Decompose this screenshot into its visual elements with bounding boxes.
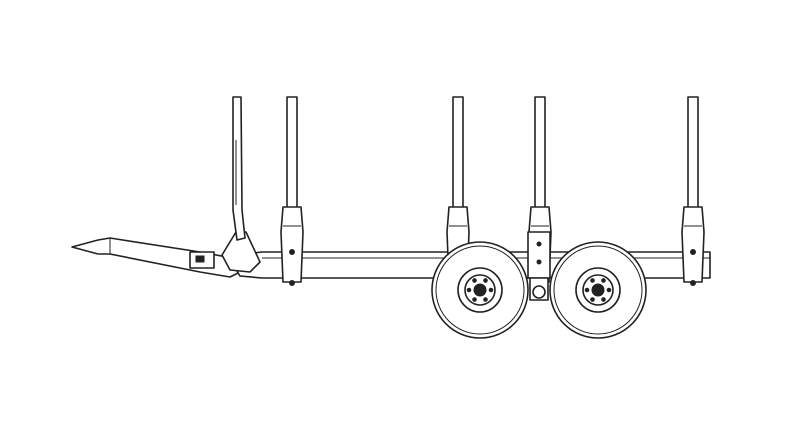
- wheel: [431, 241, 529, 339]
- stake: [280, 96, 304, 286]
- stake: [681, 96, 705, 286]
- bogie: [527, 231, 551, 301]
- wheel: [549, 241, 647, 339]
- stake: [232, 96, 246, 241]
- drawbar: [71, 237, 241, 278]
